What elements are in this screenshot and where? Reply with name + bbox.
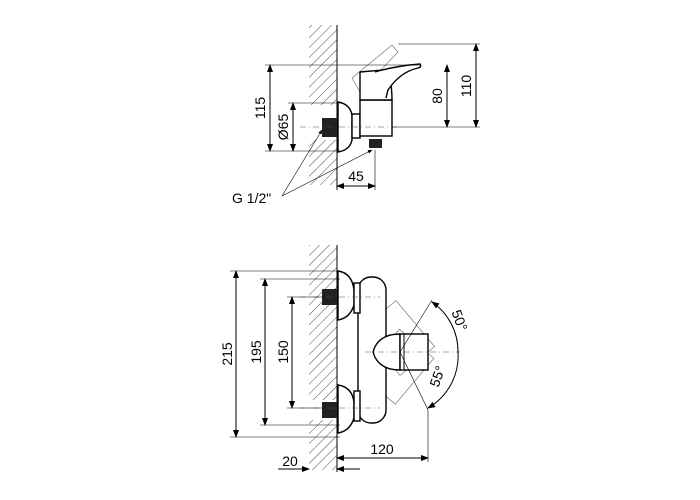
- label-20: 20: [282, 453, 298, 469]
- lever-ghost-outline: [351, 44, 399, 93]
- flange-upper: [337, 270, 355, 321]
- label-angle-55: 55°: [426, 364, 448, 389]
- label-195: 195: [248, 340, 264, 364]
- front-view: 215 195 150 120 20 50° 55°: [219, 245, 471, 472]
- label-110: 110: [458, 75, 474, 98]
- leader-inlet: [281, 129, 323, 197]
- nut: [351, 113, 361, 139]
- label-215: 215: [219, 342, 235, 366]
- angle-arc-up: [431, 301, 459, 353]
- label-80: 80: [429, 88, 445, 104]
- lever: [374, 63, 422, 99]
- angle-arc-down: [427, 351, 459, 409]
- handle-base: [372, 333, 401, 371]
- inlet-thread: [322, 118, 337, 137]
- thread-label: G 1/2": [232, 190, 271, 206]
- wall-hatch-lower: [309, 420, 337, 470]
- label-150: 150: [275, 340, 291, 364]
- body: [359, 99, 393, 137]
- label-diameter-65: Ø65: [275, 114, 291, 141]
- outlet-thread: [369, 139, 382, 148]
- label-115: 115: [252, 97, 268, 120]
- leader-outlet: [281, 149, 373, 197]
- wall-hatch-lower: [309, 140, 337, 185]
- wall-hatch-mid: [309, 310, 337, 400]
- top-view: 115 Ø65 80 110 45 G 1/2": [232, 25, 480, 206]
- label-45: 45: [348, 168, 364, 184]
- inlet-thread-lower: [322, 402, 337, 418]
- nut-lower: [353, 390, 361, 422]
- nut-upper: [353, 282, 361, 314]
- label-angle-50: 50°: [449, 308, 471, 333]
- label-120: 120: [370, 441, 394, 457]
- flange-lower: [337, 384, 355, 434]
